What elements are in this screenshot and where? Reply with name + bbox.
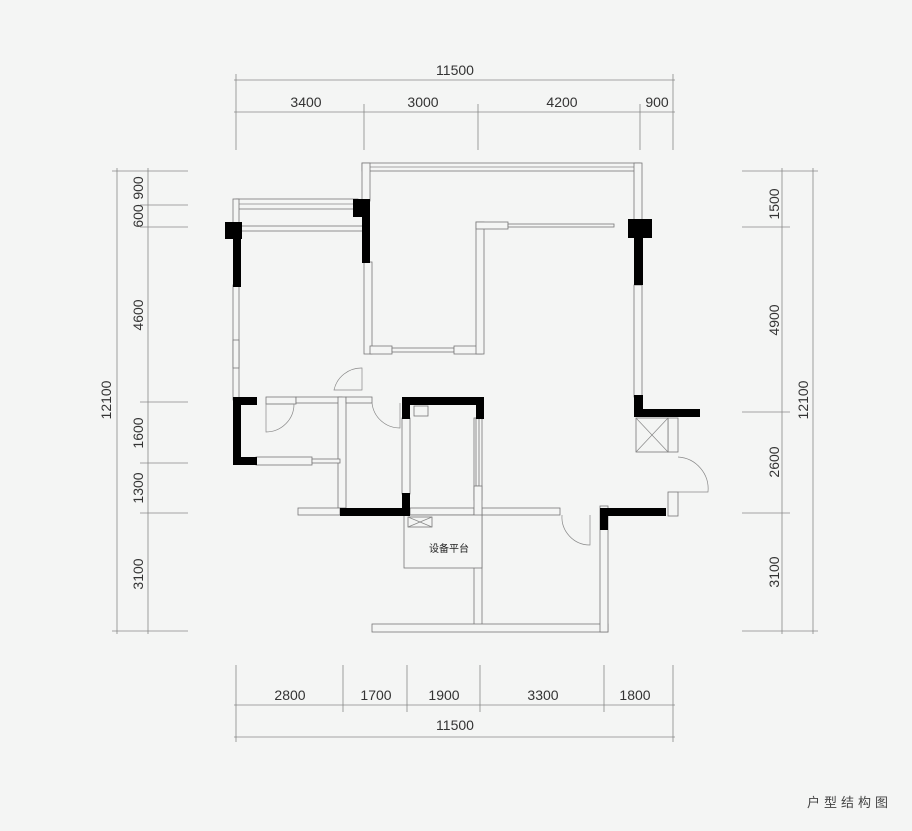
bottom-dimension: 1700 [360, 687, 391, 703]
bottom-dimension-lines [234, 665, 675, 742]
left-total-dimension: 12100 [98, 380, 114, 419]
left-dimension: 1300 [130, 472, 146, 503]
top-dimension: 3000 [407, 94, 438, 110]
bottom-dimension: 2800 [274, 687, 305, 703]
right-total-dimension: 12100 [795, 380, 811, 419]
bottom-dimension: 1800 [619, 687, 650, 703]
bottom-total-dimension: 11500 [436, 717, 474, 733]
room-label-equipment-platform: 设备平台 [429, 542, 469, 555]
bottom-dimension: 1900 [428, 687, 459, 703]
right-dimension-lines [742, 168, 818, 634]
right-dimension: 2600 [766, 446, 782, 477]
structural-walls [225, 199, 700, 530]
left-dimension: 900 [130, 176, 146, 200]
right-dimension: 4900 [766, 304, 782, 335]
left-dimension: 3100 [130, 558, 146, 589]
left-dimension-lines [112, 168, 188, 634]
right-dimension: 1500 [766, 188, 782, 219]
top-dimension-lines [234, 74, 675, 150]
drawing-caption: 户型结构图 [806, 796, 892, 811]
top-dimension: 900 [645, 94, 669, 110]
door-swings [265, 367, 709, 546]
bottom-dimension: 3300 [527, 687, 558, 703]
top-total-dimension: 11500 [436, 62, 474, 78]
left-dimension: 4600 [130, 299, 146, 330]
top-dimension: 3400 [290, 94, 321, 110]
right-dimension: 3100 [766, 556, 782, 587]
thin-walls [232, 162, 679, 633]
left-dimension: 600 [130, 204, 146, 228]
left-dimension: 1600 [130, 417, 146, 448]
top-dimension: 4200 [546, 94, 577, 110]
